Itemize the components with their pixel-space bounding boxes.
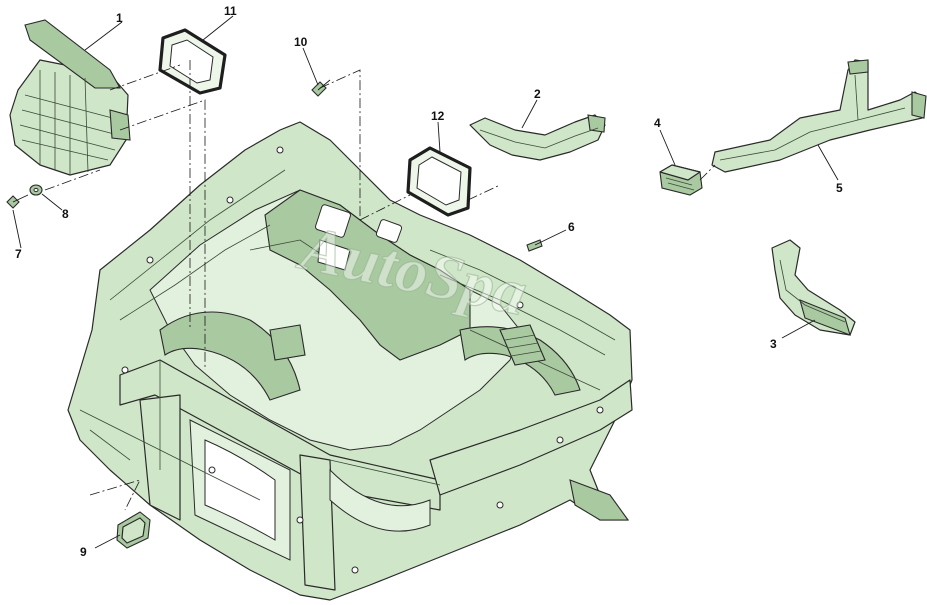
leader-lines xyxy=(12,15,839,549)
part-12-gasket xyxy=(406,146,472,217)
part-9-plug xyxy=(116,511,151,549)
part-10-screw xyxy=(311,79,331,97)
part-6-clip xyxy=(526,239,543,252)
callout-4: 4 xyxy=(654,116,661,130)
assembly-lines xyxy=(44,60,716,511)
part-4-nozzle xyxy=(659,164,703,196)
part-1-air-box xyxy=(9,19,131,176)
callout-8: 8 xyxy=(62,207,69,221)
callout-5: 5 xyxy=(836,181,843,195)
callout-12: 12 xyxy=(431,109,445,123)
part-8-washer xyxy=(29,184,43,196)
part-11-gasket xyxy=(158,28,227,95)
part-3-side-duct xyxy=(771,239,856,336)
part-5-y-duct xyxy=(711,59,927,173)
callout-2: 2 xyxy=(534,87,541,101)
callout-9: 9 xyxy=(80,545,87,559)
part-2-air-duct xyxy=(469,114,606,161)
callout-10: 10 xyxy=(294,35,308,49)
part-7-bolt xyxy=(6,194,29,209)
front-body-frame xyxy=(67,121,633,601)
callout-11: 11 xyxy=(224,4,237,18)
callout-7: 7 xyxy=(15,247,22,261)
callout-labels: 1 11 10 12 2 4 5 6 3 9 7 8 xyxy=(15,4,843,559)
callout-1: 1 xyxy=(116,11,123,25)
callout-3: 3 xyxy=(770,337,777,351)
callout-6: 6 xyxy=(568,220,575,234)
